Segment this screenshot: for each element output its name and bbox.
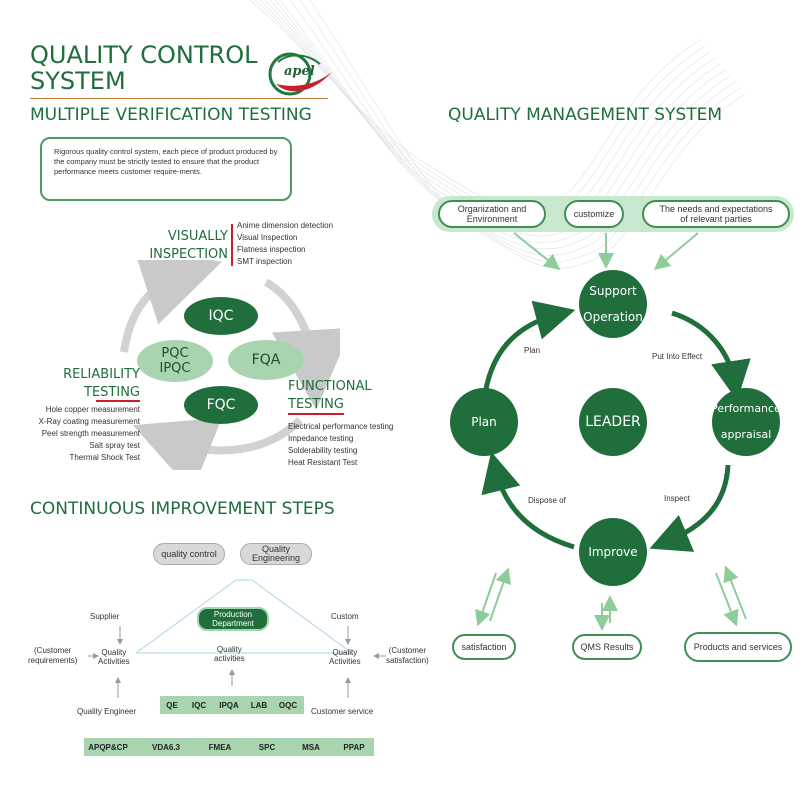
improvement-heading: CONTINUOUS IMPROVEMENT STEPS: [30, 499, 335, 519]
table-cell: LAB: [250, 700, 268, 710]
table-cell: SPC: [258, 742, 276, 752]
functional-testing-list: Electrical performance testing Impedance…: [288, 421, 393, 469]
department-row: QE IQC IPQA LAB OQC: [160, 696, 304, 714]
quality-engineering-pill: Quality Engineering: [240, 543, 312, 565]
node-fqa: FQA: [228, 340, 304, 380]
table-cell: APQP&CP: [88, 742, 128, 752]
table-cell: VDA6.3: [151, 742, 180, 752]
arrow-label-put-into-effect: Put Into Effect: [652, 352, 703, 361]
arrow-label-plan: Plan: [524, 346, 541, 355]
leader-node: LEADER: [579, 388, 647, 456]
quality-activities-left: Quality Activities: [98, 648, 130, 666]
customer-service-label: Customer service: [311, 707, 374, 716]
table-cell: OQC: [278, 700, 298, 710]
table-cell: IPQA: [219, 700, 239, 710]
logo: apel: [268, 48, 336, 102]
list-item: Solderability testing: [288, 446, 358, 455]
production-department-badge: Production Department: [197, 607, 269, 631]
qms-cycle-arrows: [475, 232, 751, 631]
quality-control-pill: quality control: [153, 543, 225, 565]
list-item: Visual Inspection: [237, 233, 298, 242]
list-item: SMT inspection: [237, 257, 292, 266]
tools-row: APQP&CP VDA6.3 FMEA SPC MSA PPAP: [84, 738, 374, 756]
header-divider: [30, 98, 328, 99]
reliability-testing-list: Hole copper measurement X-Ray coating me…: [10, 404, 140, 464]
list-item: Hole copper measurement: [45, 405, 140, 414]
list-item: Thermal Shock Test: [69, 453, 140, 462]
output-products-services: Products and services: [684, 632, 792, 662]
table-cell: PPAP: [343, 742, 365, 752]
reliability-testing-title: RELIABILITY TESTING: [63, 367, 140, 400]
list-item: Impedance testing: [288, 434, 354, 443]
list-item: Salt spray test: [89, 441, 140, 450]
improvement-connectors: [88, 579, 386, 698]
arrow-label-inspect: Inspect: [664, 494, 690, 503]
arrow-label-dispose-of: Dispose of: [528, 496, 566, 505]
list-item: Anime dimension detection: [237, 221, 334, 230]
custom-label: Custom: [331, 612, 359, 621]
quality-engineer-label: Quality Engineer: [77, 707, 137, 716]
verification-heading: MULTIPLE VERIFICATION TESTING: [30, 105, 312, 125]
table-cell: QE: [166, 700, 178, 710]
list-item: Flatness inspection: [237, 245, 306, 254]
intro-text: Rigorous quality control system, each pi…: [54, 147, 278, 176]
visually-inspection-title: VISUALLY INSPECTION: [149, 229, 228, 262]
support-operation-node: Support Operation: [579, 270, 647, 338]
plan-node: Plan: [450, 388, 518, 456]
improve-node: Improve: [579, 518, 647, 586]
performance-appraisal-node: Performance appraisal: [712, 388, 780, 456]
quality-activities-right: Quality Activities: [329, 648, 361, 666]
list-item: X-Ray coating measurement: [38, 417, 140, 426]
node-iqc: IQC: [184, 297, 258, 335]
output-satisfaction: satisfaction: [452, 634, 516, 660]
visually-inspection-list: Anime dimension detection Visual Inspect…: [237, 220, 333, 268]
list-item: Electrical performance testing: [288, 422, 394, 431]
page-title: QUALITY CONTROL SYSTEM: [30, 41, 258, 95]
quality-activities-mid: Quality activities: [214, 645, 245, 663]
logo-swoosh-icon: [268, 52, 332, 96]
supplier-label: Supplier: [90, 612, 120, 621]
reliability-testing-underline: [96, 400, 140, 402]
customer-requirements-label: (Customer requirements): [28, 646, 78, 665]
qms-heading: QUALITY MANAGEMENT SYSTEM: [448, 105, 723, 125]
visually-inspection-bar: [231, 224, 233, 266]
table-cell: MSA: [302, 742, 320, 752]
functional-testing-underline: [288, 413, 344, 415]
table-cell: IQC: [191, 700, 207, 710]
list-item: Peel strength measurement: [41, 429, 140, 438]
intro-box: Rigorous quality control system, each pi…: [40, 137, 292, 201]
input-needs-expectations: The needs and expectations of relevant p…: [642, 200, 790, 228]
node-pqc-ipqc: PQC IPQC: [137, 340, 213, 382]
table-cell: FMEA: [208, 742, 232, 752]
output-qms-results: QMS Results: [572, 634, 642, 660]
input-customize: customize: [564, 200, 624, 228]
functional-testing-title: FUNCTIONAL TESTING: [288, 379, 372, 412]
node-fqc: FQC: [184, 386, 258, 424]
input-organization-environment: Organization and Environment: [438, 200, 546, 228]
customer-satisfaction-label: (Customer satisfaction): [386, 646, 429, 665]
verification-cycle-arrows: [120, 260, 340, 470]
logo-text: apel: [284, 64, 315, 79]
list-item: Heat Resistant Test: [288, 458, 358, 467]
